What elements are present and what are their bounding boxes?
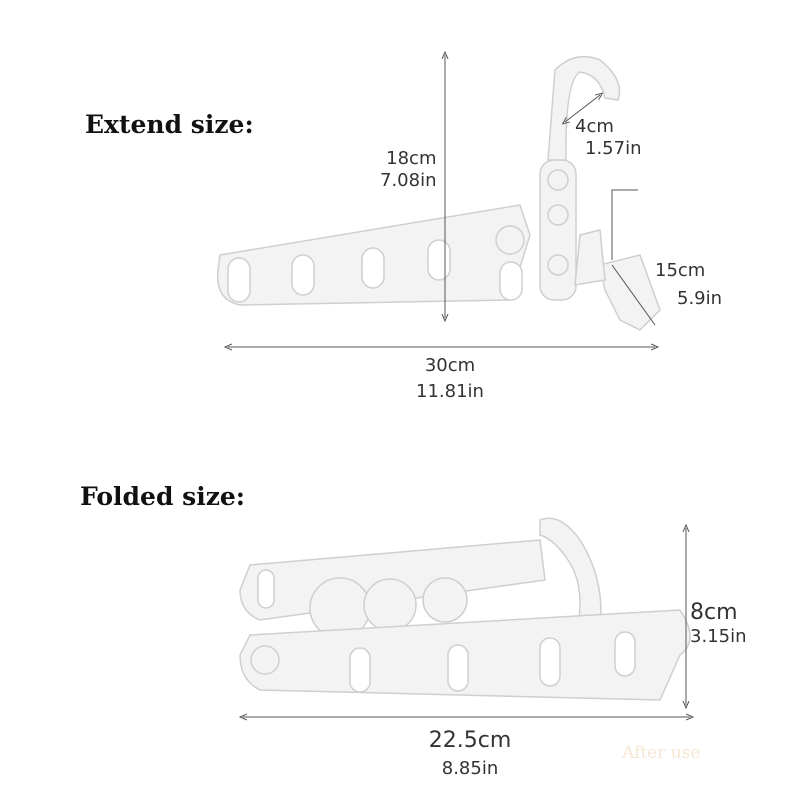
arm-size-cm: 15cm — [655, 260, 706, 281]
extended-hanger — [216, 55, 661, 331]
folded-dimension-lines — [243, 528, 690, 717]
folded-length-label: 22.5cm 8.85in — [415, 728, 525, 780]
arm-size-label: 15cm 5.9in — [655, 260, 722, 310]
folded-height-label: 8cm 3.15in — [690, 600, 747, 648]
extend-length-in: 11.81in — [416, 381, 484, 402]
watermark: After use — [622, 743, 701, 763]
hook-size-in: 1.57in — [585, 138, 642, 159]
extend-height-cm: 18cm — [386, 148, 437, 169]
folded-hanger — [239, 517, 691, 701]
folded-length-cm: 22.5cm — [428, 728, 512, 753]
extend-height-in: 7.08in — [380, 170, 437, 191]
extend-dimension-lines — [228, 55, 655, 347]
extend-height-label: 18cm 7.08in — [380, 148, 437, 192]
extend-length-cm: 30cm — [424, 355, 476, 376]
extend-length-label: 30cm 11.81in — [405, 355, 495, 403]
arm-size-in: 5.9in — [677, 288, 723, 309]
hook-size-cm: 4cm — [575, 116, 614, 137]
folded-height-cm: 8cm — [690, 600, 738, 625]
extend-size-heading: Extend size: — [85, 110, 254, 139]
folded-length-in: 8.85in — [441, 758, 499, 779]
hook-size-label: 4cm 1.57in — [575, 116, 642, 160]
folded-size-heading: Folded size: — [80, 482, 246, 511]
folded-height-in: 3.15in — [690, 626, 747, 647]
